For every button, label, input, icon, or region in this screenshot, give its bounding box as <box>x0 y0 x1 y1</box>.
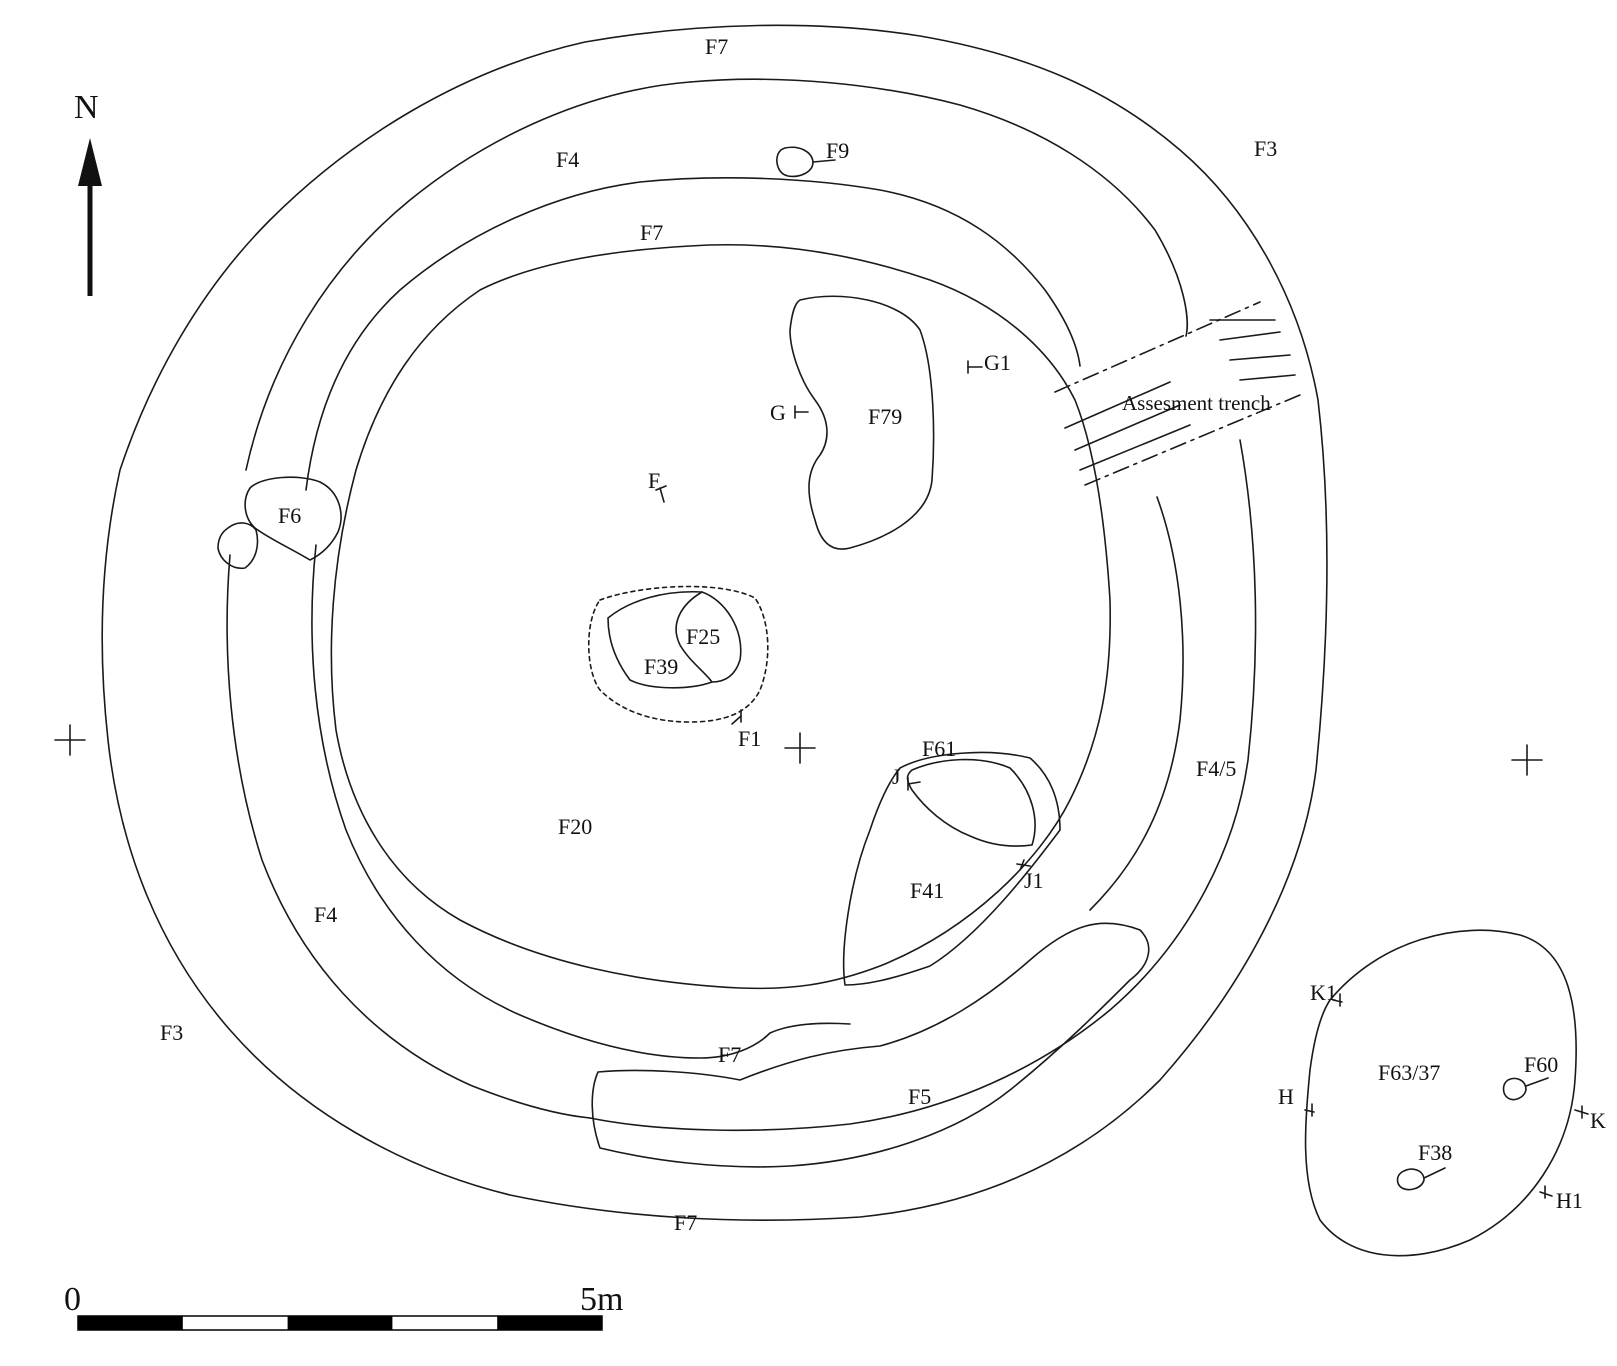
label-f25: F25 <box>686 624 720 649</box>
ring-f4-edge-e <box>1089 496 1184 911</box>
f25-f39-surround <box>587 585 769 723</box>
trench-hatch <box>1229 354 1291 361</box>
label-f61: F61 <box>922 736 956 761</box>
trench-hatch <box>1064 381 1171 429</box>
label-j: J <box>892 764 901 789</box>
f5-area <box>591 922 1150 1168</box>
f79-outline <box>789 295 935 550</box>
f25-divider <box>675 591 713 683</box>
grid-cross-centre <box>784 732 816 764</box>
f60-outline <box>1502 1077 1527 1101</box>
label-h: H <box>1278 1084 1294 1109</box>
f39-outline <box>607 590 742 689</box>
label-f41: F41 <box>910 878 944 903</box>
label-k1: K1 <box>1310 980 1337 1005</box>
label-f20: F20 <box>558 814 592 839</box>
label-f: F <box>648 468 660 493</box>
f38-outline <box>1396 1168 1425 1191</box>
label-f7-south: F7 <box>674 1210 697 1235</box>
ring-f7-inner-edge <box>689 78 1188 337</box>
f9-outline <box>776 146 814 178</box>
trench-hatch <box>1239 374 1296 381</box>
north-label: N <box>74 89 99 126</box>
label-f7-outer: F7 <box>705 34 728 59</box>
label-f9: F9 <box>826 138 849 163</box>
trench-edge-s <box>1084 394 1301 486</box>
f9-leader <box>812 159 836 163</box>
section-marker-ticks <box>655 360 1589 1199</box>
label-f79: F79 <box>868 404 902 429</box>
label-f4-north: F4 <box>556 147 579 172</box>
north-arrow-icon <box>78 138 102 186</box>
label-trench: Assesment trench <box>1122 391 1271 415</box>
trench-hatch <box>1079 424 1191 471</box>
label-f45: F4/5 <box>1196 756 1236 781</box>
ring-f7-inner-edge-b <box>589 439 1257 1132</box>
label-f3-ne: F3 <box>1254 136 1277 161</box>
label-g1: G1 <box>984 350 1011 375</box>
label-f4-west: F4 <box>314 902 337 927</box>
label-f63-37: F63/37 <box>1378 1060 1440 1085</box>
label-g: G <box>770 400 786 425</box>
scale-bar <box>77 1315 603 1331</box>
label-k: K <box>1590 1108 1606 1133</box>
scale-start: 0 <box>64 1281 81 1318</box>
grid-cross-west <box>54 724 86 756</box>
label-f39: F39 <box>644 654 678 679</box>
f20-boundary <box>330 243 1112 990</box>
ring-f4-edge-w <box>305 181 851 1059</box>
label-f7-inner: F7 <box>718 1042 741 1067</box>
outer-boundary <box>101 24 1328 1221</box>
f6-outline-small <box>217 522 259 570</box>
f63-37-outline <box>1304 929 1577 1257</box>
f38-leader <box>1423 1167 1446 1179</box>
f61-outline <box>906 758 1036 847</box>
label-h1: H1 <box>1556 1188 1583 1213</box>
label-j1: J1 <box>1024 868 1044 893</box>
label-f5: F5 <box>908 1084 931 1109</box>
ring-f4-edge <box>639 177 1081 367</box>
ring-f7-inner-edge-w <box>226 81 691 1119</box>
label-f3-sw: F3 <box>160 1020 183 1045</box>
scale-end: 5m <box>580 1281 623 1318</box>
label-f6: F6 <box>278 503 301 528</box>
label-f7-mid: F7 <box>640 220 663 245</box>
label-f38: F38 <box>1418 1140 1452 1165</box>
trench-hatch <box>1074 404 1181 451</box>
trench-edge-n <box>1054 301 1261 393</box>
grid-cross-east <box>1511 744 1543 776</box>
trench-hatch <box>1219 331 1281 341</box>
label-f60: F60 <box>1524 1052 1558 1077</box>
label-f1: F1 <box>738 726 761 751</box>
f41-outline <box>842 751 1061 986</box>
f60-leader <box>1525 1077 1549 1087</box>
